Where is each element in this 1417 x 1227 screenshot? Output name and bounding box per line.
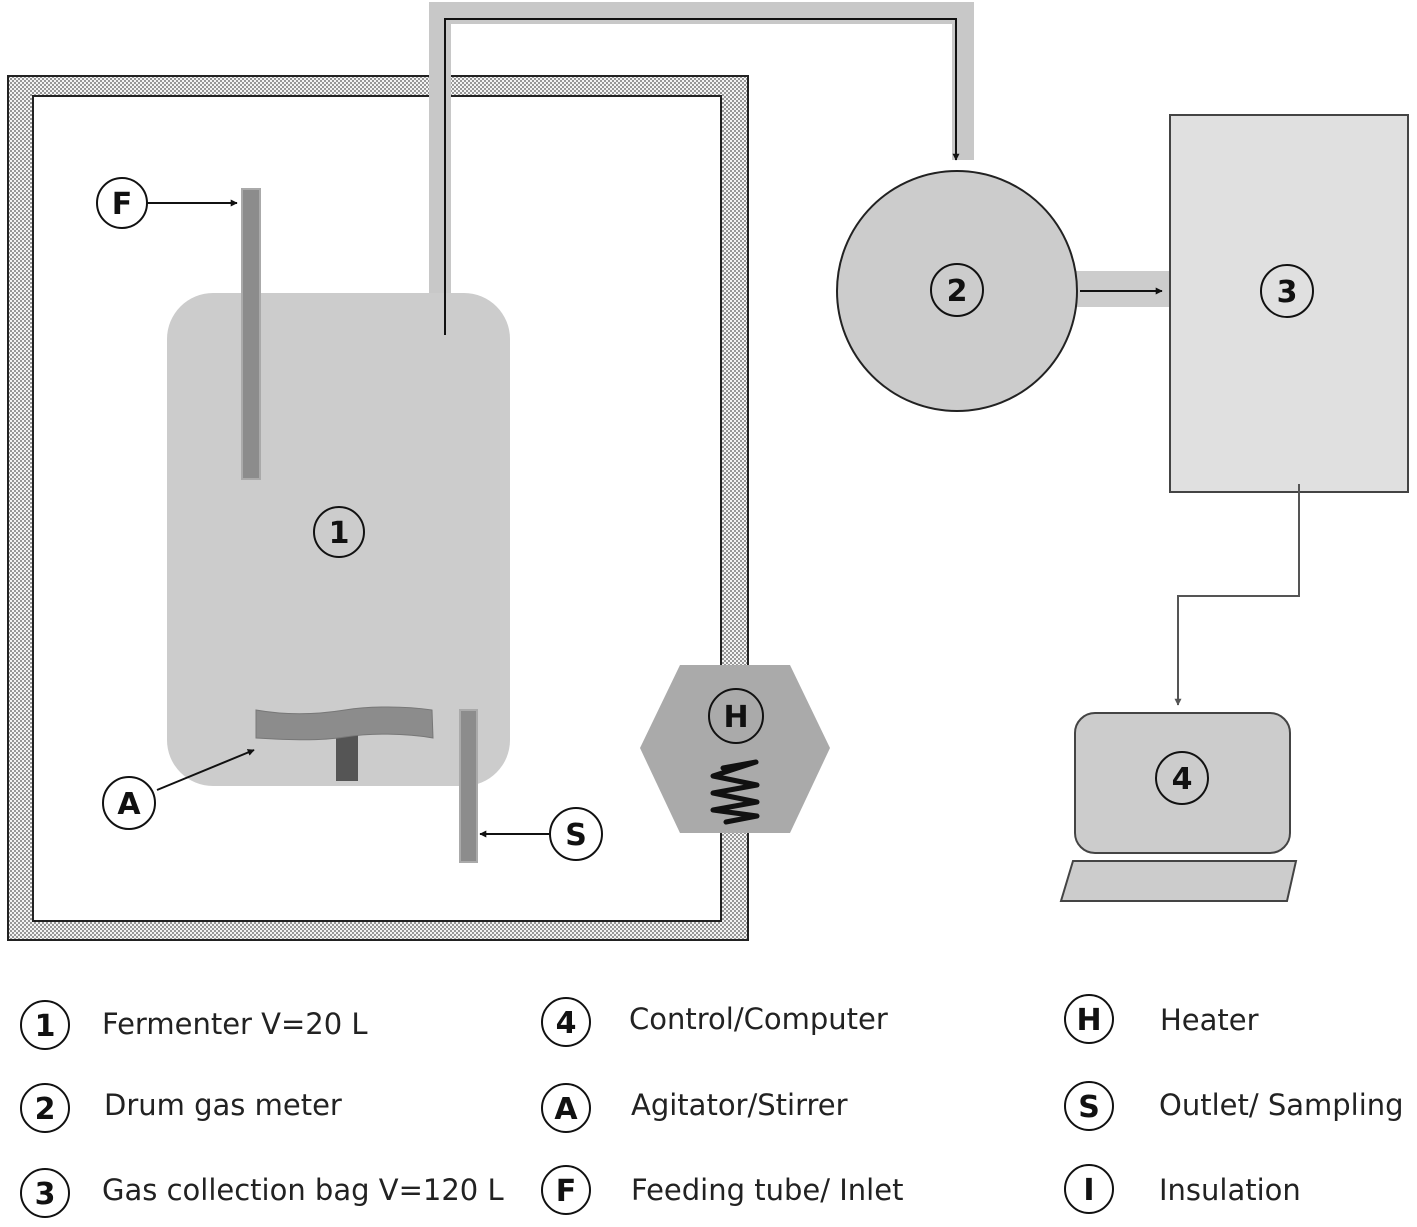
marker-agitator: A <box>102 776 156 830</box>
signal-line <box>1174 484 1300 706</box>
heater <box>640 665 830 833</box>
legend-item-gas-bag: 3 Gas collection bag V=120 L <box>20 1168 504 1218</box>
svg-text:Feeding tube/ Inlet: Feeding tube/ Inlet <box>631 1173 903 1207</box>
svg-text:4: 4 <box>1172 762 1193 797</box>
outlet-tube <box>459 709 478 863</box>
control-computer <box>1059 712 1298 902</box>
gas-pipe <box>429 2 974 335</box>
svg-text:S: S <box>1078 1090 1100 1125</box>
marker-feeding-tube: F <box>96 177 148 229</box>
svg-text:Insulation: Insulation <box>1159 1173 1301 1207</box>
svg-text:Control/Computer: Control/Computer <box>629 1002 888 1036</box>
svg-text:H: H <box>1076 1003 1101 1038</box>
svg-text:S: S <box>565 818 587 853</box>
fermenter <box>167 188 510 786</box>
heater-coil-icon <box>710 759 760 825</box>
marker-fermenter: 1 <box>313 506 365 558</box>
legend-item-agitator: A Agitator/Stirrer <box>541 1083 848 1133</box>
legend-item-feeding-tube: F Feeding tube/ Inlet <box>541 1165 903 1215</box>
feeding-tube <box>241 188 261 480</box>
svg-text:F: F <box>556 1174 577 1209</box>
legend: 1 Fermenter V=20 L 2 Drum gas meter 3 Ga… <box>20 994 1404 1218</box>
svg-text:Heater: Heater <box>1160 1003 1259 1037</box>
drum-gas-meter <box>836 170 1172 412</box>
legend-item-fermenter: 1 Fermenter V=20 L <box>20 1000 368 1050</box>
svg-text:3: 3 <box>35 1177 56 1212</box>
svg-text:2: 2 <box>947 274 968 309</box>
svg-text:F: F <box>112 187 133 222</box>
gas-collection-bag <box>1169 114 1409 493</box>
svg-text:3: 3 <box>1277 275 1298 310</box>
marker-gas-meter: 2 <box>930 263 984 317</box>
marker-outlet: S <box>549 807 603 861</box>
legend-item-outlet: S Outlet/ Sampling <box>1064 1081 1404 1131</box>
svg-text:2: 2 <box>35 1092 56 1127</box>
svg-text:1: 1 <box>329 516 350 551</box>
marker-gas-bag: 3 <box>1260 264 1314 318</box>
svg-text:I: I <box>1083 1173 1094 1208</box>
agitator <box>255 706 434 781</box>
svg-text:A: A <box>554 1092 578 1127</box>
legend-item-insulation: I Insulation <box>1064 1164 1301 1214</box>
svg-text:Fermenter V=20 L: Fermenter V=20 L <box>102 1007 368 1041</box>
marker-computer: 4 <box>1155 751 1209 805</box>
legend-item-gas-meter: 2 Drum gas meter <box>20 1083 342 1133</box>
svg-text:Drum gas meter: Drum gas meter <box>104 1088 342 1122</box>
svg-text:Gas collection bag V=120 L: Gas collection bag V=120 L <box>102 1173 504 1207</box>
svg-text:Outlet/ Sampling: Outlet/ Sampling <box>1159 1088 1404 1122</box>
legend-item-heater: H Heater <box>1064 994 1259 1044</box>
svg-text:4: 4 <box>556 1006 577 1041</box>
marker-heater: H <box>708 688 764 744</box>
legend-item-computer: 4 Control/Computer <box>541 997 888 1047</box>
svg-text:A: A <box>117 787 141 822</box>
agitator-arrow <box>156 749 255 791</box>
svg-text:Agitator/Stirrer: Agitator/Stirrer <box>631 1088 848 1122</box>
svg-text:H: H <box>723 700 748 735</box>
svg-text:1: 1 <box>35 1009 56 1044</box>
